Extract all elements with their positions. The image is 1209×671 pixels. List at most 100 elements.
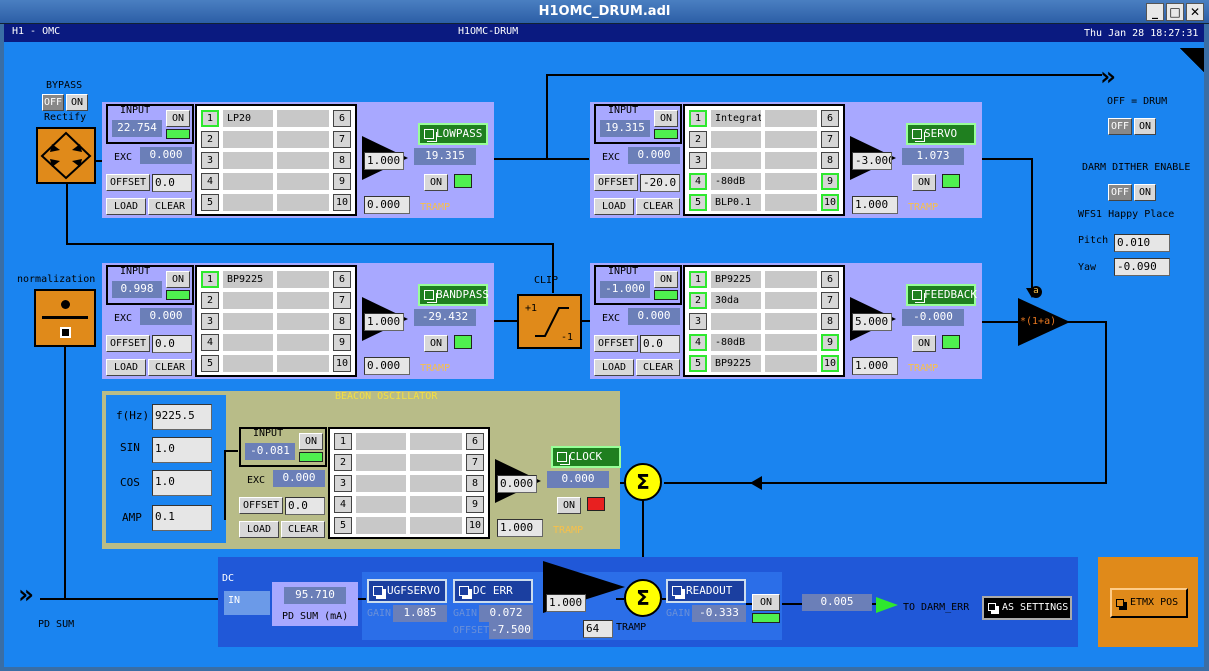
feedback-filter-1-button[interactable]: 1: [689, 271, 707, 288]
dcerr-button[interactable]: DC ERR: [453, 579, 533, 603]
yaw-field[interactable]: -0.090: [1114, 258, 1170, 276]
feedback-gain-field[interactable]: 5.000: [852, 313, 892, 331]
bandpass-output-on-button[interactable]: ON: [424, 335, 448, 352]
servo-input-on-button[interactable]: ON: [654, 110, 678, 127]
bypass-on-button[interactable]: ON: [66, 94, 88, 111]
lowpass-filter-1-button[interactable]: 1: [201, 110, 219, 127]
minimize-button[interactable]: _: [1146, 3, 1164, 21]
bandpass-filter-3-button[interactable]: 3: [201, 313, 219, 330]
lowpass-output-on-button[interactable]: ON: [424, 174, 448, 191]
lowpass-filter-3-button[interactable]: 3: [201, 152, 219, 169]
clock-offset-field[interactable]: 0.0: [285, 497, 325, 515]
feedback-offset-button[interactable]: OFFSET: [594, 335, 638, 352]
servo-offset-button[interactable]: OFFSET: [594, 174, 638, 191]
dc-tramp-field[interactable]: 64: [583, 620, 613, 638]
servo-output-on-button[interactable]: ON: [912, 174, 936, 191]
lowpass-open-button[interactable]: LOWPASS: [418, 123, 488, 145]
beacon-amp-field[interactable]: 0.1: [152, 505, 212, 531]
servo-filter-5-button[interactable]: 5: [689, 194, 707, 211]
close-button[interactable]: ✕: [1186, 3, 1204, 21]
lowpass-filter-8-button[interactable]: 8: [333, 152, 351, 169]
servo-load-button[interactable]: LOAD: [594, 198, 634, 215]
bandpass-filter-1-button[interactable]: 1: [201, 271, 219, 288]
lowpass-offset-field[interactable]: 0.0: [152, 174, 192, 192]
feedback-filter-4-button[interactable]: 4: [689, 334, 707, 351]
bandpass-filter-9-button[interactable]: 9: [333, 334, 351, 351]
clock-input-on-button[interactable]: ON: [299, 433, 323, 450]
feedback-offset-field[interactable]: 0.0: [640, 335, 680, 353]
bandpass-filter-7-button[interactable]: 7: [333, 292, 351, 309]
bandpass-open-button[interactable]: BANDPASS: [418, 284, 489, 306]
bandpass-filter-4-button[interactable]: 4: [201, 334, 219, 351]
clock-tramp-field[interactable]: 1.000: [497, 519, 543, 537]
lowpass-load-button[interactable]: LOAD: [106, 198, 146, 215]
clock-filter-1-button[interactable]: 1: [334, 433, 352, 450]
feedback-filter-5-button[interactable]: 5: [689, 355, 707, 372]
lowpass-tramp-field[interactable]: 0.000: [364, 196, 410, 214]
feedback-filter-7-button[interactable]: 7: [821, 292, 839, 309]
servo-filter-7-button[interactable]: 7: [821, 131, 839, 148]
clock-filter-10-button[interactable]: 10: [466, 517, 484, 534]
servo-tramp-field[interactable]: 1.000: [852, 196, 898, 214]
clock-filter-4-button[interactable]: 4: [334, 496, 352, 513]
bandpass-filter-2-button[interactable]: 2: [201, 292, 219, 309]
lowpass-offset-button[interactable]: OFFSET: [106, 174, 150, 191]
feedback-filter-3-button[interactable]: 3: [689, 313, 707, 330]
lowpass-filter-6-button[interactable]: 6: [333, 110, 351, 127]
lowpass-gain-field[interactable]: 1.000: [364, 152, 404, 170]
bandpass-offset-field[interactable]: 0.0: [152, 335, 192, 353]
feedback-filter-2-button[interactable]: 2: [689, 292, 707, 309]
rectify-icon[interactable]: [36, 127, 96, 184]
servo-open-button[interactable]: SERVO: [906, 123, 976, 145]
divide-icon[interactable]: [34, 289, 96, 347]
lowpass-clear-button[interactable]: CLEAR: [148, 198, 192, 215]
bypass-off-button[interactable]: OFF: [42, 94, 64, 111]
lowpass-input-on-button[interactable]: ON: [166, 110, 190, 127]
clock-filter-3-button[interactable]: 3: [334, 475, 352, 492]
clock-filter-6-button[interactable]: 6: [466, 433, 484, 450]
lowpass-filter-10-button[interactable]: 10: [333, 194, 351, 211]
servo-offset-field[interactable]: -20.0: [640, 174, 680, 192]
maximize-button[interactable]: □: [1166, 3, 1184, 21]
beacon-f-field[interactable]: 9225.5: [152, 404, 212, 430]
clock-filter-2-button[interactable]: 2: [334, 454, 352, 471]
servo-filter-10-button[interactable]: 10: [821, 194, 839, 211]
beacon-cos-field[interactable]: 1.0: [152, 470, 212, 496]
lowpass-filter-9-button[interactable]: 9: [333, 173, 351, 190]
clock-clear-button[interactable]: CLEAR: [281, 521, 325, 538]
feedback-filter-9-button[interactable]: 9: [821, 334, 839, 351]
darm-dither-off-button[interactable]: OFF: [1108, 184, 1132, 201]
drum-on-button[interactable]: ON: [1134, 118, 1156, 135]
clock-load-button[interactable]: LOAD: [239, 521, 279, 538]
feedback-filter-6-button[interactable]: 6: [821, 271, 839, 288]
servo-filter-1-button[interactable]: 1: [689, 110, 707, 127]
clock-filter-5-button[interactable]: 5: [334, 517, 352, 534]
etmx-pos-button[interactable]: ETMX POS: [1110, 588, 1188, 618]
bandpass-load-button[interactable]: LOAD: [106, 359, 146, 376]
readout-button[interactable]: READOUT: [666, 579, 746, 603]
ugfservo-button[interactable]: UGFSERVO: [367, 579, 447, 603]
bandpass-filter-10-button[interactable]: 10: [333, 355, 351, 372]
feedback-clear-button[interactable]: CLEAR: [636, 359, 680, 376]
bandpass-offset-button[interactable]: OFFSET: [106, 335, 150, 352]
bandpass-filter-8-button[interactable]: 8: [333, 313, 351, 330]
servo-filter-8-button[interactable]: 8: [821, 152, 839, 169]
feedback-output-on-button[interactable]: ON: [912, 335, 936, 352]
bandpass-filter-5-button[interactable]: 5: [201, 355, 219, 372]
clock-open-button[interactable]: CLOCK: [551, 446, 621, 468]
dc-gain-field[interactable]: 1.000: [546, 594, 586, 612]
servo-filter-9-button[interactable]: 9: [821, 173, 839, 190]
servo-filter-3-button[interactable]: 3: [689, 152, 707, 169]
bandpass-clear-button[interactable]: CLEAR: [148, 359, 192, 376]
lowpass-filter-5-button[interactable]: 5: [201, 194, 219, 211]
clock-filter-9-button[interactable]: 9: [466, 496, 484, 513]
feedback-open-button[interactable]: FEEDBACK: [906, 284, 977, 306]
clock-output-on-button[interactable]: ON: [557, 497, 581, 514]
clock-filter-8-button[interactable]: 8: [466, 475, 484, 492]
feedback-load-button[interactable]: LOAD: [594, 359, 634, 376]
clip-icon[interactable]: +1 -1: [517, 294, 582, 349]
lowpass-filter-7-button[interactable]: 7: [333, 131, 351, 148]
clock-gain-field[interactable]: 0.000: [497, 475, 537, 493]
servo-filter-4-button[interactable]: 4: [689, 173, 707, 190]
dc-on-button[interactable]: ON: [752, 594, 780, 611]
